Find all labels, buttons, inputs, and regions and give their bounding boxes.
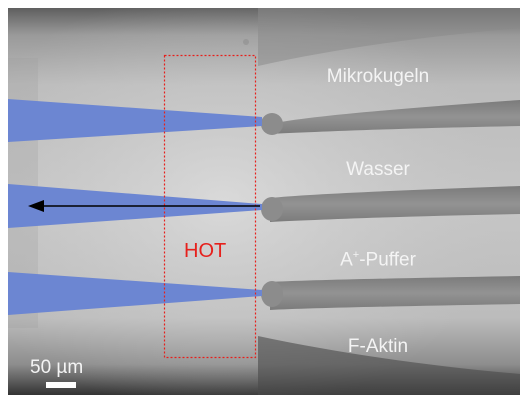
pipette-1: [8, 99, 262, 142]
top-wall: [258, 8, 520, 66]
scale-bar-label: 50 µm: [30, 357, 84, 378]
label-wasser: Wasser: [346, 159, 410, 180]
hot-label: HOT: [184, 240, 227, 262]
channel-inlet-3: [261, 281, 283, 307]
channel-mikrokugeln: [270, 100, 520, 134]
bottom-wall: [258, 336, 520, 395]
label-puffer-superscript: +: [352, 249, 360, 261]
pipette-3: [8, 272, 262, 315]
label-f-aktin: F-Aktin: [347, 336, 409, 357]
label-puffer-suffix: -Puffer: [359, 249, 416, 271]
microscope-image: Mikrokugeln Wasser A+-Puffer F-Aktin HOT…: [8, 8, 520, 395]
label-mikrokugeln: Mikrokugeln: [326, 66, 430, 87]
label-puffer: A+-Puffer: [340, 249, 416, 271]
channel-inlet-1: [261, 113, 283, 135]
dust-speck: [243, 39, 249, 45]
label-puffer-prefix: A: [340, 249, 353, 271]
micrograph-scene: [8, 8, 520, 395]
channel-wasser: [270, 186, 520, 222]
scale-bar: [46, 382, 76, 388]
channel-puffer: [270, 276, 520, 310]
channel-inlet-2: [261, 197, 283, 221]
flow-arrow-head: [28, 200, 44, 212]
